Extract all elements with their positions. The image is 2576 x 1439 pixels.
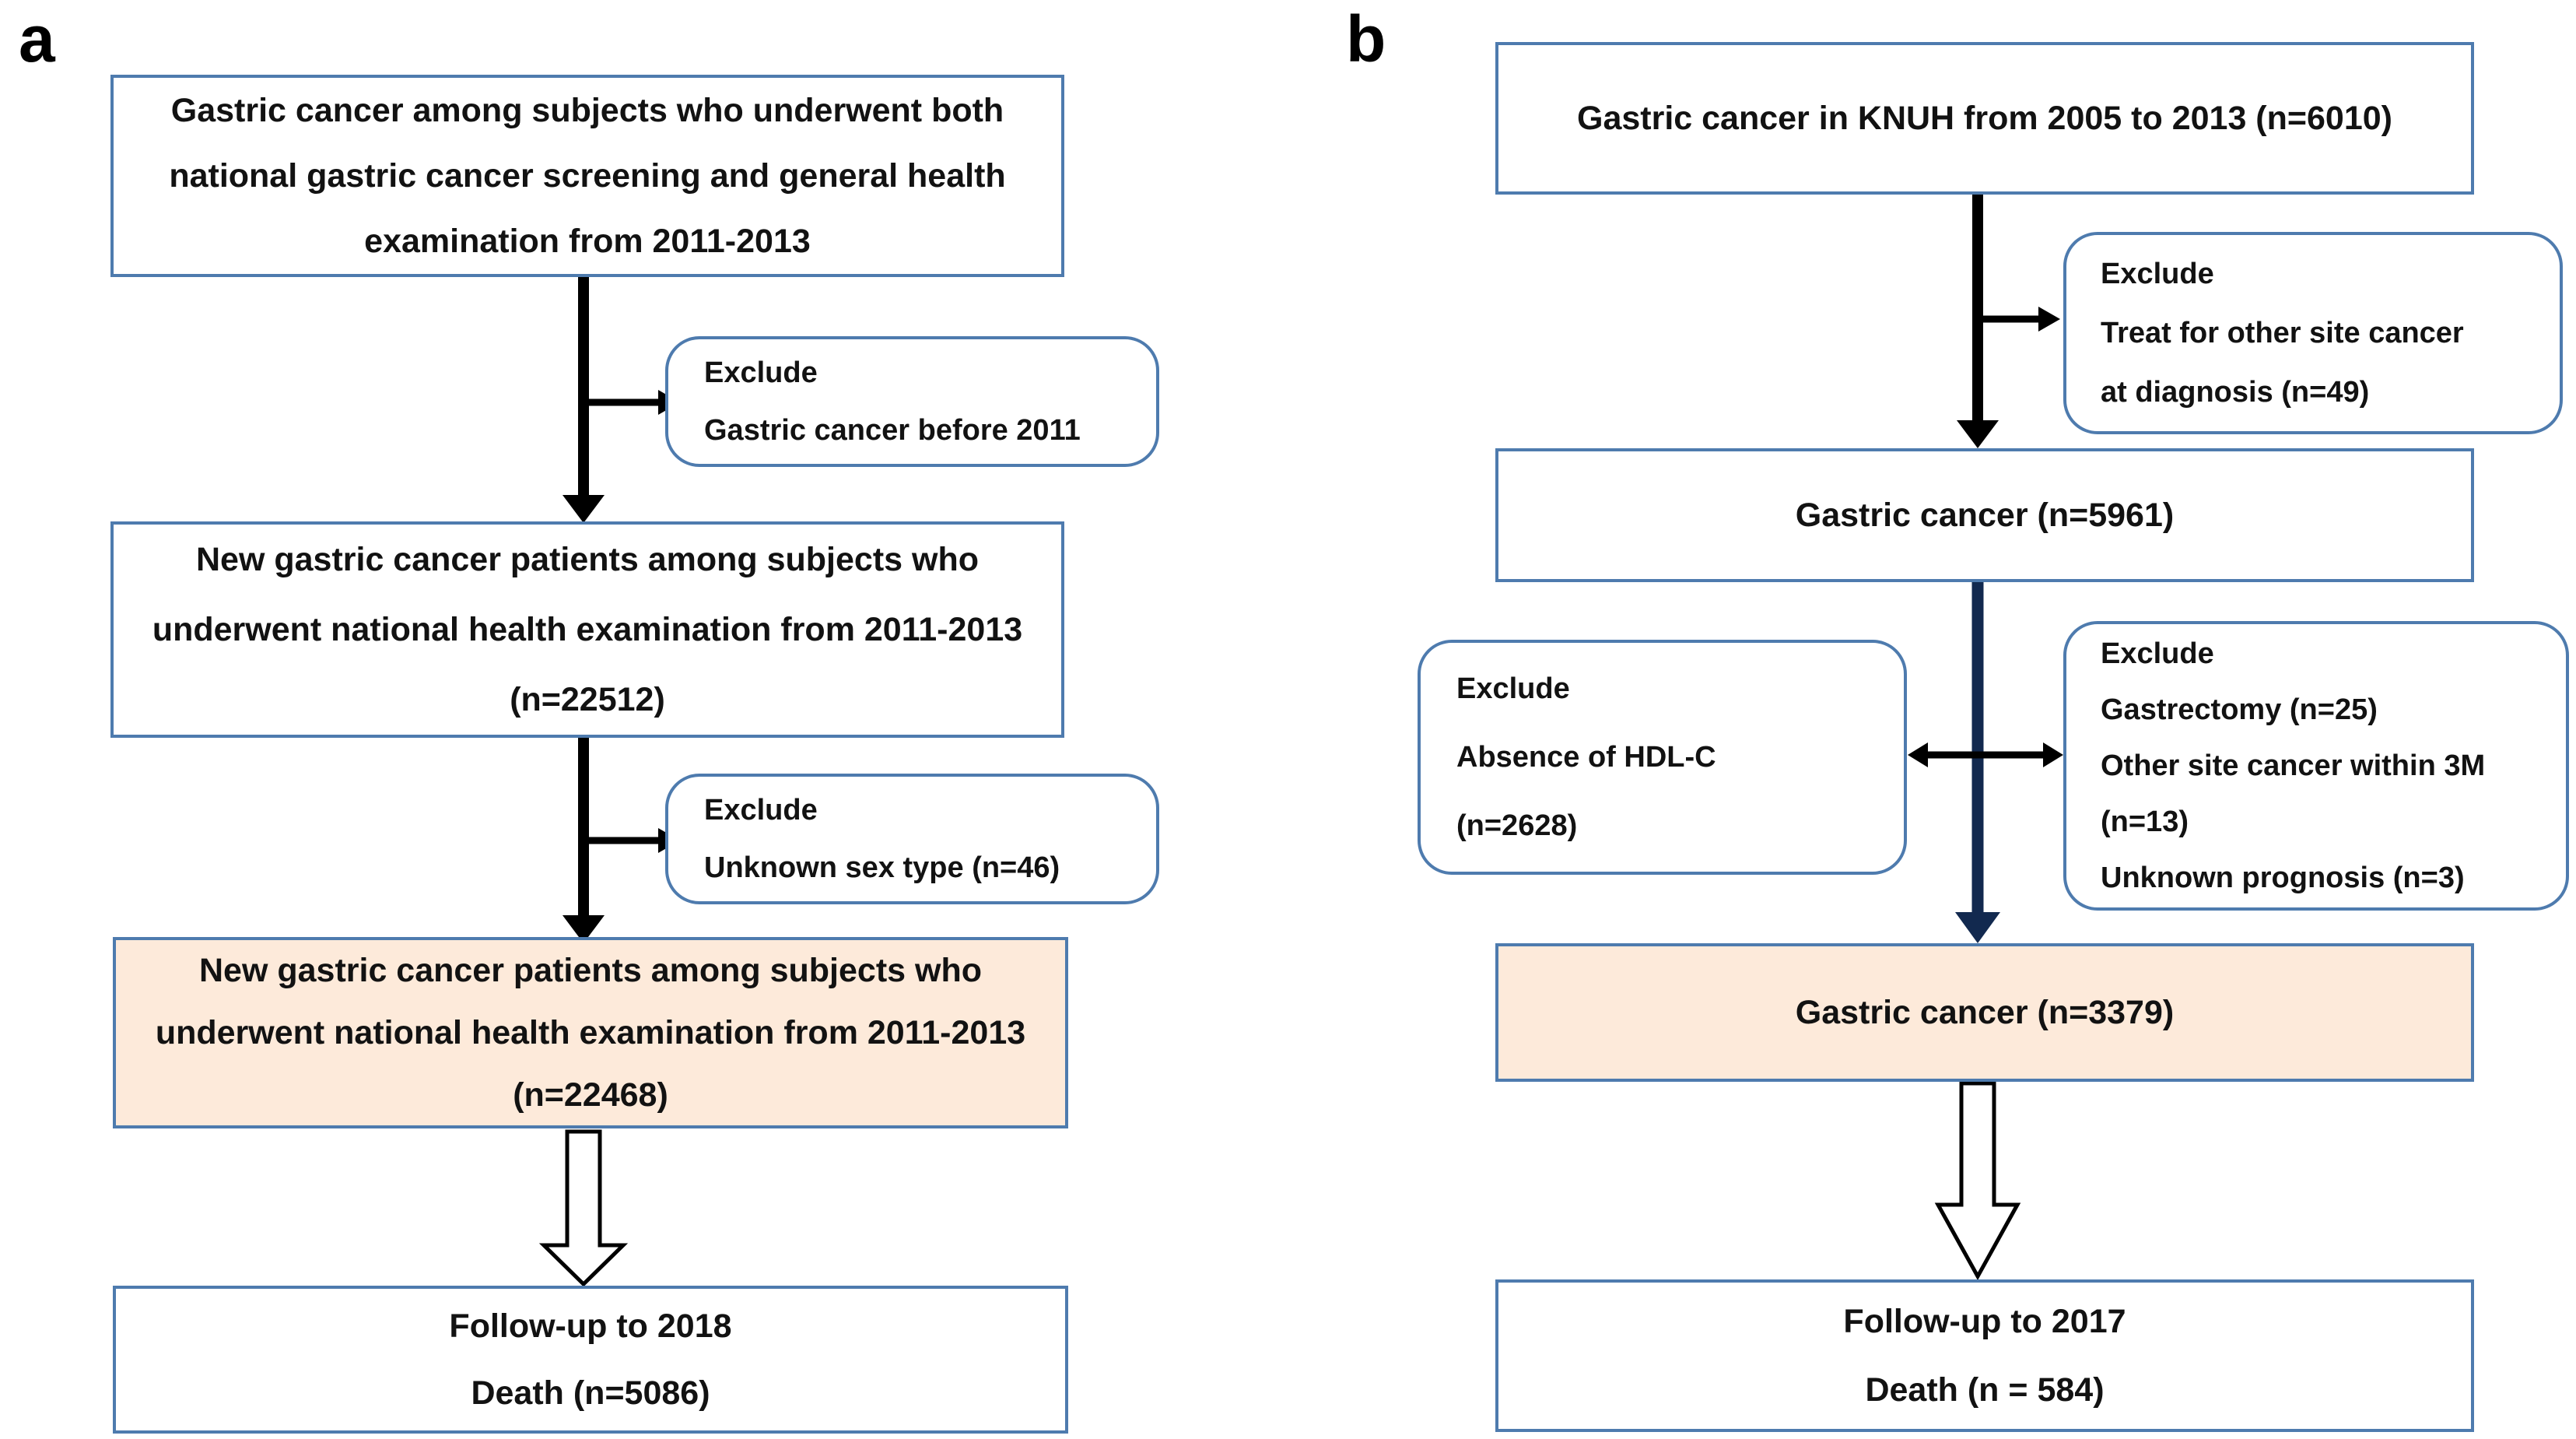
- arrow-a-source-to-new: [563, 277, 605, 523]
- panel-b-final-cohort-box: Gastric cancer (n=3379): [1495, 943, 2474, 1082]
- panel-b-label: b: [1346, 2, 1386, 75]
- panel-b-source-text: Gastric cancer in KNUH from 2005 to 2013…: [1577, 99, 2392, 137]
- panel-a-exclude-unknown-sex-text: Exclude Unknown sex type (n=46): [704, 794, 1060, 884]
- panel-b-gastric-cancer-5961-text: Gastric cancer (n=5961): [1795, 496, 2175, 534]
- panel-b-exclude-other-site-text: Exclude Treat for other site cancer at d…: [2101, 258, 2464, 409]
- panel-a-new-patients-box: New gastric cancer patients among subjec…: [110, 521, 1064, 738]
- panel-a-new-patients-text: New gastric cancer patients among subjec…: [152, 541, 1023, 718]
- panel-a-label: a: [19, 2, 55, 75]
- arrow-b-double-exclude: [1908, 742, 2063, 767]
- hollow-arrow-b-followup: [1934, 1081, 2021, 1281]
- panel-a-followup-box: Follow-up to 2018 Death (n=5086): [113, 1286, 1068, 1434]
- panel-a-exclude-before-2011-box: Exclude Gastric cancer before 2011: [665, 336, 1159, 467]
- arrow-b-branch-exclude-1: [1978, 307, 2060, 332]
- panel-a-source-box: Gastric cancer among subjects who underw…: [110, 75, 1064, 277]
- panel-a-exclude-before-2011-text: Exclude Gastric cancer before 2011: [704, 356, 1081, 447]
- arrow-b-source-to-5961: [1957, 195, 1999, 448]
- panel-b-followup-box: Follow-up to 2017 Death (n = 584): [1495, 1279, 2474, 1432]
- panel-b-exclude-multi-text: Exclude Gastrectomy (n=25) Other site ca…: [2101, 637, 2486, 894]
- panel-b-exclude-multi-box: Exclude Gastrectomy (n=25) Other site ca…: [2063, 621, 2569, 911]
- panel-b-final-cohort-text: Gastric cancer (n=3379): [1795, 993, 2175, 1031]
- panel-a-final-cohort-box: New gastric cancer patients among subjec…: [113, 937, 1068, 1128]
- hollow-arrow-a-followup: [538, 1129, 629, 1287]
- panel-a-source-text: Gastric cancer among subjects who underw…: [169, 92, 1006, 260]
- arrow-b-5961-to-final: [1955, 582, 2000, 943]
- panel-b-gastric-cancer-5961-box: Gastric cancer (n=5961): [1495, 448, 2474, 582]
- panel-a-followup-text: Follow-up to 2018 Death (n=5086): [449, 1307, 732, 1412]
- panel-b-source-box: Gastric cancer in KNUH from 2005 to 2013…: [1495, 42, 2474, 195]
- panel-a-final-cohort-text: New gastric cancer patients among subjec…: [155, 952, 1026, 1114]
- panel-a-exclude-unknown-sex-box: Exclude Unknown sex type (n=46): [665, 774, 1159, 904]
- panel-b-exclude-hdl-text: Exclude Absence of HDL-C (n=2628): [1456, 672, 1716, 842]
- panel-b-exclude-hdl-box: Exclude Absence of HDL-C (n=2628): [1418, 640, 1907, 875]
- panel-b-followup-text: Follow-up to 2017 Death (n = 584): [1843, 1303, 2126, 1409]
- panel-b-exclude-other-site-box: Exclude Treat for other site cancer at d…: [2063, 232, 2563, 434]
- arrow-a-new-to-final: [563, 738, 605, 943]
